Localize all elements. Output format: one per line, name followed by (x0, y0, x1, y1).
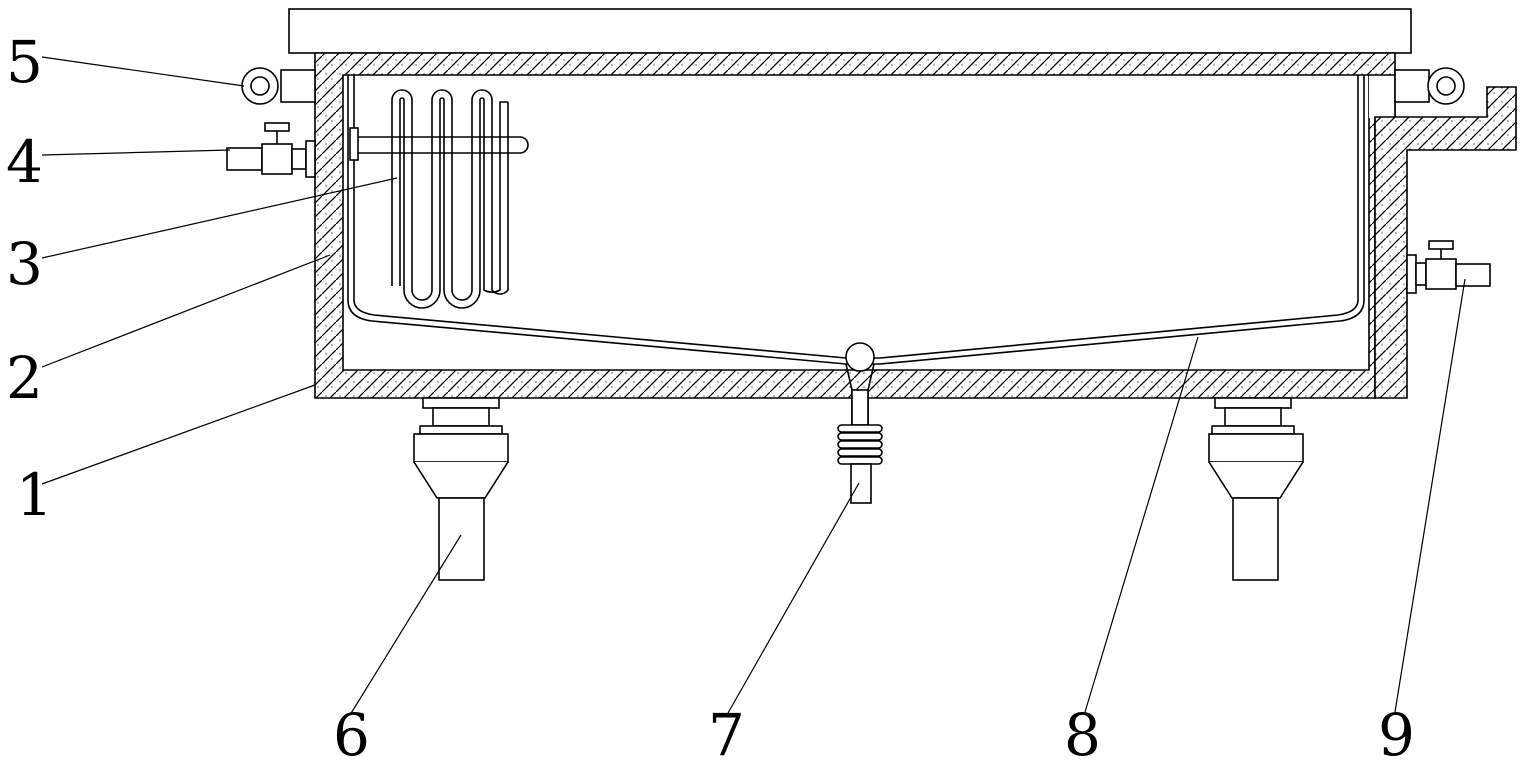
lid (288, 8, 1412, 54)
leader-1 (41, 384, 316, 485)
callout-3: 3 (6, 230, 43, 298)
support-bracket (1374, 86, 1517, 399)
callout-labels: 1 2 3 4 5 6 7 8 9 (6, 28, 1415, 764)
inlet-valve-body (261, 143, 293, 175)
drain-spring (837, 424, 883, 465)
drain-outlet (850, 463, 872, 504)
coil-header-pipe (358, 136, 529, 154)
right-lug-block (1394, 69, 1430, 103)
drain-ball (845, 342, 875, 372)
outlet-pipe-stub (1455, 263, 1491, 287)
inlet-valve-handle (264, 122, 290, 132)
callout-2: 2 (6, 344, 43, 412)
leader-6 (349, 534, 462, 716)
inner-tank-wall (353, 75, 1359, 359)
leader-2 (41, 254, 331, 368)
leader-9 (1394, 278, 1466, 713)
callout-7: 7 (708, 701, 745, 759)
coil-flange (349, 127, 359, 161)
callout-6: 6 (333, 701, 370, 759)
outlet-valve-body (1425, 258, 1457, 290)
outlet-flange (1406, 254, 1417, 294)
heating-coil-inner (399, 97, 508, 309)
callout-1: 1 (16, 461, 53, 529)
right-lifting-ring (1427, 67, 1465, 105)
callout-4: 4 (6, 128, 43, 196)
leader-4 (41, 149, 231, 156)
heating-coil-outer (391, 89, 509, 301)
callout-5: 5 (6, 28, 43, 96)
leader-5 (41, 56, 245, 87)
callout-9: 9 (1378, 701, 1415, 759)
leader-8 (1084, 336, 1199, 713)
outlet-valve-handle (1428, 240, 1454, 250)
left-lifting-ring (241, 67, 279, 105)
leader-3 (41, 177, 398, 259)
leader-lines (41, 56, 1466, 716)
leader-7 (727, 482, 860, 714)
inlet-pipe-stub (226, 147, 263, 171)
callout-8: 8 (1064, 701, 1101, 759)
left-support-leg (413, 397, 509, 581)
left-lug-block (280, 69, 316, 103)
right-support-leg (1208, 397, 1304, 581)
